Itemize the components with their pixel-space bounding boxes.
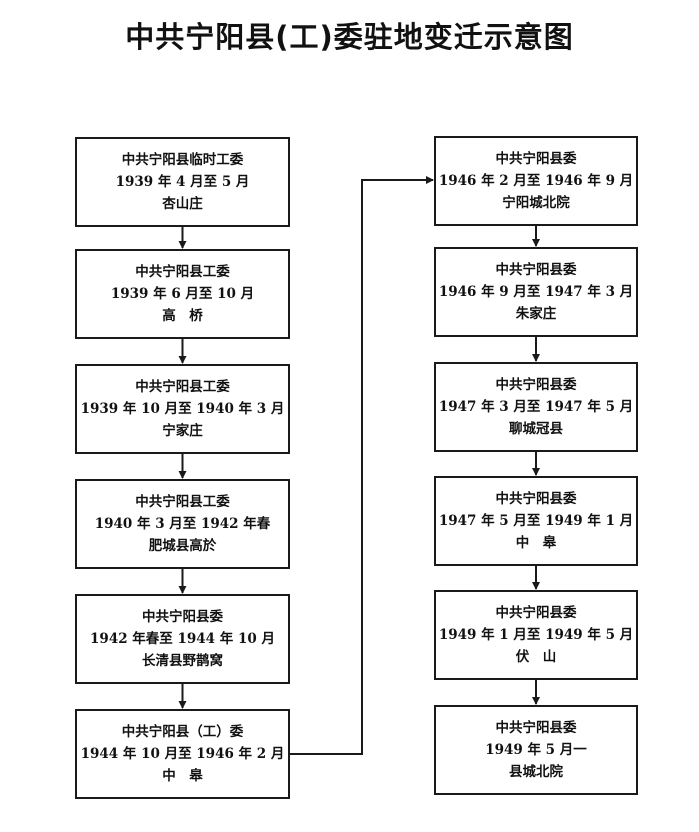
node-period: 1949 年 5 月一 <box>485 742 587 758</box>
node-period: 1946 年 2 月至 1946 年 9 月 <box>438 173 634 189</box>
right-node-4: 中共宁阳县委 1947 年 5 月至 1949 年 1 月中 皋 <box>434 476 638 566</box>
node-org: 中共宁阳县委 <box>495 605 577 621</box>
left-node-5: 中共宁阳县委 1942 年春至 1944 年 10 月长清县野鹊窝 <box>75 594 290 684</box>
node-place: 肥城县高於 <box>148 538 217 554</box>
node-org: 中共宁阳县委 <box>495 377 577 393</box>
left-node-4: 中共宁阳县工委 1940 年 3 月至 1942 年春肥城县高於 <box>75 479 290 569</box>
node-org: 中共宁阳县委 <box>495 151 577 167</box>
node-place: 长清县野鹊窝 <box>142 653 223 669</box>
right-node-6: 中共宁阳县委 1949 年 5 月一县城北院 <box>434 705 638 795</box>
node-place: 中 皋 <box>515 535 557 551</box>
left-node-1: 中共宁阳县临时工委 1939 年 4 月至 5 月杏山庄 <box>75 137 290 227</box>
node-period: 1949 年 1 月至 1949 年 5 月 <box>438 627 634 643</box>
right-node-2: 中共宁阳县委 1946 年 9 月至 1947 年 3 月朱家庄 <box>434 247 638 337</box>
node-place: 伏 山 <box>515 649 557 665</box>
node-org: 中共宁阳县工委 <box>135 379 230 395</box>
right-node-5: 中共宁阳县委 1949 年 1 月至 1949 年 5 月伏 山 <box>434 590 638 680</box>
left-node-6: 中共宁阳县（工）委 1944 年 10 月至 1946 年 2 月中 皋 <box>75 709 290 799</box>
right-node-3: 中共宁阳县委 1947 年 3 月至 1947 年 5 月聊城冠县 <box>434 362 638 452</box>
node-period: 1947 年 3 月至 1947 年 5 月 <box>438 399 634 415</box>
node-place: 杏山庄 <box>162 196 203 212</box>
node-place: 宁家庄 <box>162 423 203 439</box>
node-org: 中共宁阳县（工）委 <box>121 724 244 740</box>
node-period: 1946 年 9 月至 1947 年 3 月 <box>438 284 634 300</box>
right-node-1: 中共宁阳县委 1946 年 2 月至 1946 年 9 月宁阳城北院 <box>434 136 638 226</box>
node-org: 中共宁阳县委 <box>495 491 577 507</box>
node-place: 高 桥 <box>162 308 203 324</box>
node-place: 朱家庄 <box>515 306 557 322</box>
column-link-arrow <box>290 176 434 755</box>
node-period: 1939 年 10 月至 1940 年 3 月 <box>80 401 285 417</box>
node-org: 中共宁阳县工委 <box>135 264 230 280</box>
node-place: 中 皋 <box>162 768 203 784</box>
left-node-3: 中共宁阳县工委 1939 年 10 月至 1940 年 3 月宁家庄 <box>75 364 290 454</box>
node-org: 中共宁阳县临时工委 <box>121 152 244 168</box>
node-org: 中共宁阳县工委 <box>135 494 230 510</box>
node-place: 县城北院 <box>509 764 563 780</box>
node-period: 1939 年 4 月至 5 月 <box>115 174 250 190</box>
node-org: 中共宁阳县委 <box>495 262 577 278</box>
node-period: 1947 年 5 月至 1949 年 1 月 <box>438 513 634 529</box>
node-org: 中共宁阳县委 <box>495 720 577 736</box>
node-period: 1939 年 6 月至 10 月 <box>110 286 255 302</box>
diagram-title: 中共宁阳县(工)委驻地变迁示意图 <box>125 20 574 54</box>
node-period: 1940 年 3 月至 1942 年春 <box>94 516 271 532</box>
node-period: 1942 年春至 1944 年 10 月 <box>90 631 275 647</box>
left-node-2: 中共宁阳县工委 1939 年 6 月至 10 月高 桥 <box>75 249 290 339</box>
node-place: 宁阳城北院 <box>502 195 570 211</box>
node-place: 聊城冠县 <box>509 421 563 437</box>
node-period: 1944 年 10 月至 1946 年 2 月 <box>80 746 285 762</box>
node-org: 中共宁阳县委 <box>142 609 223 625</box>
